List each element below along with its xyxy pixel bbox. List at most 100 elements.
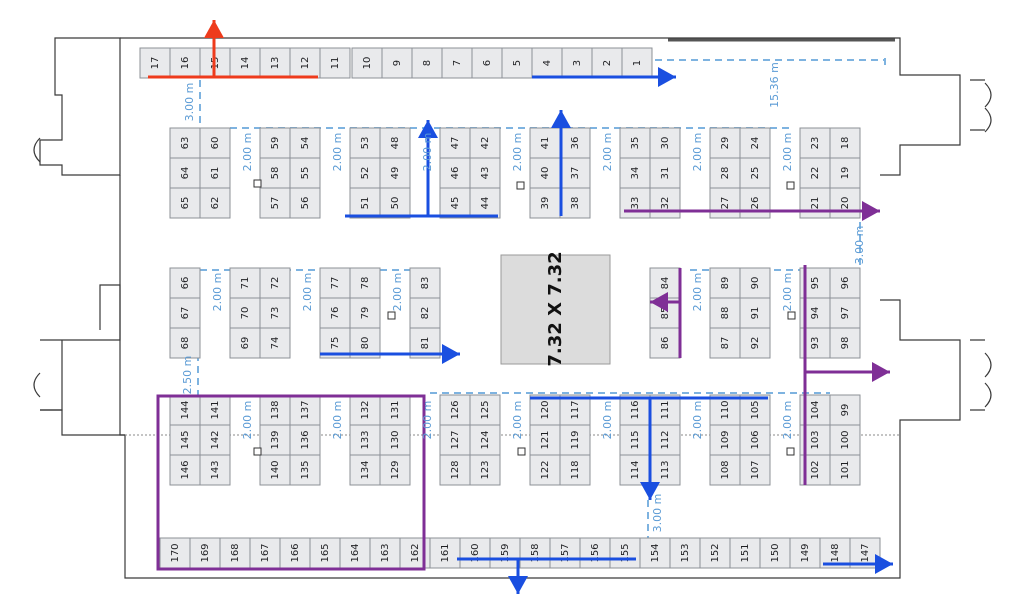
- booth-158[interactable]: 158: [519, 537, 551, 569]
- booth-143[interactable]: 143: [199, 454, 231, 486]
- booth-109[interactable]: 109: [709, 424, 741, 456]
- booth-58[interactable]: 58: [259, 157, 291, 189]
- booth-55[interactable]: 55: [289, 157, 321, 189]
- booth-99[interactable]: 99: [829, 394, 861, 426]
- booth-114[interactable]: 114: [619, 454, 651, 486]
- booth-27[interactable]: 27: [709, 187, 741, 219]
- booth-108[interactable]: 108: [709, 454, 741, 486]
- booth-44[interactable]: 44: [469, 187, 501, 219]
- booth-18[interactable]: 18: [829, 127, 861, 159]
- booth-8[interactable]: 8: [411, 47, 443, 79]
- booth-34[interactable]: 34: [619, 157, 651, 189]
- booth-160[interactable]: 160: [459, 537, 491, 569]
- booth-47[interactable]: 47: [439, 127, 471, 159]
- booth-123[interactable]: 123: [469, 454, 501, 486]
- booth-12[interactable]: 12: [289, 47, 321, 79]
- booth-129[interactable]: 129: [379, 454, 411, 486]
- booth-56[interactable]: 56: [289, 187, 321, 219]
- booth-21[interactable]: 21: [799, 187, 831, 219]
- booth-170[interactable]: 170: [159, 537, 191, 569]
- booth-121[interactable]: 121: [529, 424, 561, 456]
- booth-74[interactable]: 74: [259, 327, 291, 359]
- booth-141[interactable]: 141: [199, 394, 231, 426]
- booth-119[interactable]: 119: [559, 424, 591, 456]
- booth-157[interactable]: 157: [549, 537, 581, 569]
- booth-20[interactable]: 20: [829, 187, 861, 219]
- booth-14[interactable]: 14: [229, 47, 261, 79]
- booth-130[interactable]: 130: [379, 424, 411, 456]
- booth-5[interactable]: 5: [501, 47, 533, 79]
- booth-70[interactable]: 70: [229, 297, 261, 329]
- booth-57[interactable]: 57: [259, 187, 291, 219]
- booth-88[interactable]: 88: [709, 297, 741, 329]
- booth-65[interactable]: 65: [169, 187, 201, 219]
- booth-163[interactable]: 163: [369, 537, 401, 569]
- booth-32[interactable]: 32: [649, 187, 681, 219]
- booth-69[interactable]: 69: [229, 327, 261, 359]
- booth-48[interactable]: 48: [379, 127, 411, 159]
- booth-122[interactable]: 122: [529, 454, 561, 486]
- booth-37[interactable]: 37: [559, 157, 591, 189]
- booth-137[interactable]: 137: [289, 394, 321, 426]
- booth-53[interactable]: 53: [349, 127, 381, 159]
- booth-166[interactable]: 166: [279, 537, 311, 569]
- booth-33[interactable]: 33: [619, 187, 651, 219]
- booth-51[interactable]: 51: [349, 187, 381, 219]
- booth-45[interactable]: 45: [439, 187, 471, 219]
- booth-164[interactable]: 164: [339, 537, 371, 569]
- booth-36[interactable]: 36: [559, 127, 591, 159]
- booth-82[interactable]: 82: [409, 297, 441, 329]
- booth-92[interactable]: 92: [739, 327, 771, 359]
- booth-87[interactable]: 87: [709, 327, 741, 359]
- booth-133[interactable]: 133: [349, 424, 381, 456]
- booth-131[interactable]: 131: [379, 394, 411, 426]
- booth-50[interactable]: 50: [379, 187, 411, 219]
- booth-42[interactable]: 42: [469, 127, 501, 159]
- booth-7[interactable]: 7: [441, 47, 473, 79]
- booth-26[interactable]: 26: [739, 187, 771, 219]
- booth-10[interactable]: 10: [351, 47, 383, 79]
- booth-161[interactable]: 161: [429, 537, 461, 569]
- booth-86[interactable]: 86: [649, 327, 681, 359]
- booth-49[interactable]: 49: [379, 157, 411, 189]
- booth-22[interactable]: 22: [799, 157, 831, 189]
- booth-132[interactable]: 132: [349, 394, 381, 426]
- booth-106[interactable]: 106: [739, 424, 771, 456]
- booth-2[interactable]: 2: [591, 47, 623, 79]
- booth-25[interactable]: 25: [739, 157, 771, 189]
- booth-135[interactable]: 135: [289, 454, 321, 486]
- booth-155[interactable]: 155: [609, 537, 641, 569]
- booth-61[interactable]: 61: [199, 157, 231, 189]
- booth-68[interactable]: 68: [169, 327, 201, 359]
- booth-98[interactable]: 98: [829, 327, 861, 359]
- booth-78[interactable]: 78: [349, 267, 381, 299]
- booth-125[interactable]: 125: [469, 394, 501, 426]
- booth-91[interactable]: 91: [739, 297, 771, 329]
- booth-35[interactable]: 35: [619, 127, 651, 159]
- booth-168[interactable]: 168: [219, 537, 251, 569]
- booth-100[interactable]: 100: [829, 424, 861, 456]
- booth-153[interactable]: 153: [669, 537, 701, 569]
- booth-66[interactable]: 66: [169, 267, 201, 299]
- booth-152[interactable]: 152: [699, 537, 731, 569]
- booth-112[interactable]: 112: [649, 424, 681, 456]
- booth-167[interactable]: 167: [249, 537, 281, 569]
- booth-90[interactable]: 90: [739, 267, 771, 299]
- booth-29[interactable]: 29: [709, 127, 741, 159]
- booth-1[interactable]: 1: [621, 47, 653, 79]
- booth-38[interactable]: 38: [559, 187, 591, 219]
- booth-101[interactable]: 101: [829, 454, 861, 486]
- booth-118[interactable]: 118: [559, 454, 591, 486]
- booth-46[interactable]: 46: [439, 157, 471, 189]
- booth-126[interactable]: 126: [439, 394, 471, 426]
- booth-23[interactable]: 23: [799, 127, 831, 159]
- booth-154[interactable]: 154: [639, 537, 671, 569]
- booth-139[interactable]: 139: [259, 424, 291, 456]
- booth-41[interactable]: 41: [529, 127, 561, 159]
- booth-96[interactable]: 96: [829, 267, 861, 299]
- booth-156[interactable]: 156: [579, 537, 611, 569]
- booth-128[interactable]: 128: [439, 454, 471, 486]
- booth-24[interactable]: 24: [739, 127, 771, 159]
- booth-159[interactable]: 159: [489, 537, 521, 569]
- booth-79[interactable]: 79: [349, 297, 381, 329]
